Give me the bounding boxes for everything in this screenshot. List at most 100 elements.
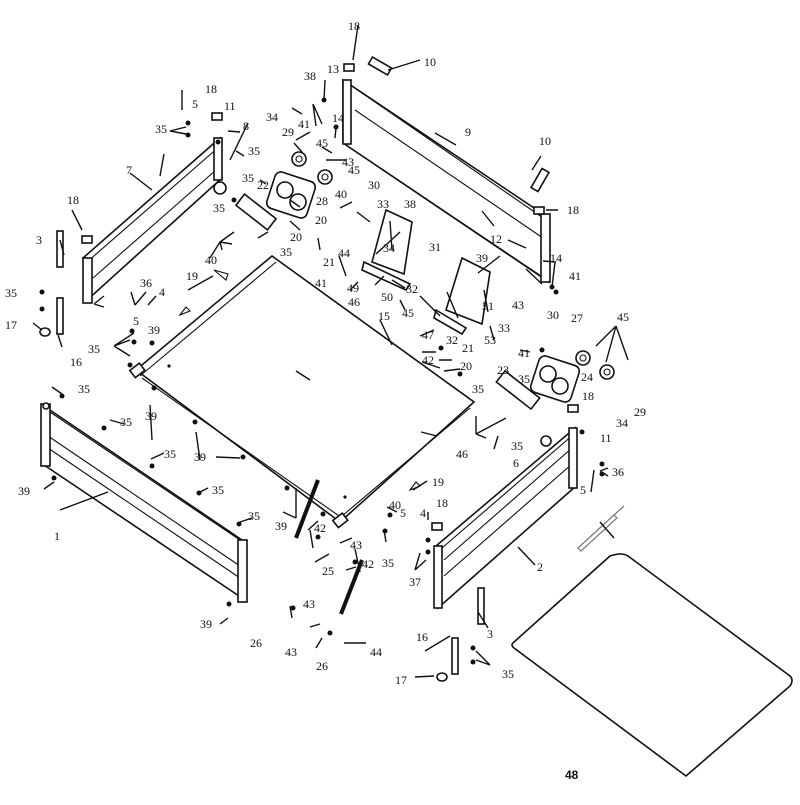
callout-labels: 1 2 3 3 4 4 5 5 5 5 6 7 8 9 10 10 11 11 … <box>5 19 646 782</box>
callout-44: 45 <box>402 306 414 320</box>
callout-39: 39 <box>145 409 157 423</box>
callout-18: 18 <box>205 82 217 96</box>
callout-43: 43 <box>350 538 362 552</box>
callout-35: 35 <box>88 342 100 356</box>
callout-46: 46 <box>348 295 360 309</box>
callout-32: 32 <box>406 282 418 296</box>
callout-13: 13 <box>327 62 339 76</box>
callout-18: 18 <box>436 496 448 510</box>
callout-45: 45 <box>316 136 328 150</box>
callout-7: 7 <box>126 163 132 177</box>
callout-5: 5 <box>133 314 139 328</box>
callout-36: 36 <box>140 276 152 290</box>
callout-49: 50 <box>381 290 393 304</box>
callout-44: 44 <box>338 246 350 260</box>
callout-16: 16 <box>416 630 428 644</box>
callout-29: 29 <box>634 405 646 419</box>
callout-26: 26 <box>250 636 262 650</box>
part-53-rod <box>577 505 625 552</box>
callout-18: 18 <box>582 389 594 403</box>
callout-28: 28 <box>316 194 328 208</box>
hardware <box>39 55 579 682</box>
callout-20: 20 <box>315 213 327 227</box>
part-7-left-panel <box>82 136 227 304</box>
callout-35: 35 <box>518 372 530 386</box>
callout-46: 47 <box>422 328 434 342</box>
callout-14: 14 <box>332 111 344 125</box>
leader-lines <box>32 24 629 678</box>
callout-37: 38 <box>304 69 316 83</box>
callout-41: 41 <box>298 117 310 131</box>
callout-39: 39 <box>200 617 212 631</box>
callout-17: 17 <box>5 318 17 332</box>
callout-40: 40 <box>205 253 217 267</box>
callout-35: 35 <box>248 509 260 523</box>
callout-23: 23 <box>497 363 509 377</box>
callout-43: 43 <box>285 645 297 659</box>
callout-30: 30 <box>547 308 559 322</box>
callout-18: 18 <box>567 203 579 217</box>
callout-35: 35 <box>511 439 523 453</box>
callout-41: 41 <box>315 276 327 290</box>
callout-27: 27 <box>571 311 583 325</box>
callout-32: 32 <box>446 333 458 347</box>
callout-1: 1 <box>54 529 60 543</box>
callout-14: 14 <box>550 251 562 265</box>
callout-2: 2 <box>537 560 543 574</box>
callout-9: 9 <box>465 125 471 139</box>
callout-10: 10 <box>424 55 436 69</box>
callout-34: 34 <box>266 110 278 124</box>
callout-40: 40 <box>335 187 347 201</box>
callout-5: 5 <box>400 506 406 520</box>
callout-35: 35 <box>472 382 484 396</box>
callout-35: 35 <box>242 171 254 185</box>
callout-29: 29 <box>282 125 294 139</box>
callout-43: 43 <box>342 155 354 169</box>
callout-17: 17 <box>395 673 407 687</box>
callout-45: 46 <box>456 447 468 461</box>
callout-22: 22 <box>257 178 269 192</box>
callout-35: 35 <box>382 556 394 570</box>
callout-35: 35 <box>155 122 167 136</box>
callout-33: 33 <box>377 197 389 211</box>
callout-26: 26 <box>316 659 328 673</box>
callout-8: 8 <box>243 119 249 133</box>
callout-21: 21 <box>462 341 474 355</box>
callout-3: 3 <box>487 627 493 641</box>
callout-16: 16 <box>70 355 82 369</box>
callout-50: 51 <box>482 299 494 313</box>
light-assemblies <box>234 151 615 447</box>
callout-43: 43 <box>512 298 524 312</box>
callout-20: 20 <box>460 359 472 373</box>
callout-39: 39 <box>148 323 160 337</box>
callout-19: 19 <box>432 475 444 489</box>
callout-35: 35 <box>78 382 90 396</box>
callout-19: 19 <box>186 269 198 283</box>
callout-41: 42 <box>422 353 434 367</box>
callout-6: 6 <box>513 456 519 470</box>
callout-5: 5 <box>580 483 586 497</box>
callout-42: 43 <box>303 597 315 611</box>
callout-34: 34 <box>383 241 395 255</box>
callout-33: 33 <box>498 321 510 335</box>
callout-25: 25 <box>322 564 334 578</box>
callout-39: 39 <box>194 450 206 464</box>
callout-43: 44 <box>370 645 382 659</box>
callout-38: 38 <box>404 197 416 211</box>
callout-15: 15 <box>378 309 390 323</box>
part-15-bed-floor <box>128 254 476 529</box>
callout-41: 41 <box>569 269 581 283</box>
callout-45: 45 <box>348 163 360 177</box>
callout-38: 39 <box>476 251 488 265</box>
callout-4: 4 <box>159 285 165 299</box>
callout-35: 35 <box>502 667 514 681</box>
callout-35: 35 <box>213 201 225 215</box>
callout-39: 40 <box>389 498 401 512</box>
callout-47: 48 <box>565 768 579 782</box>
callout-48: 49 <box>347 281 359 295</box>
callout-42: 42 <box>314 521 326 535</box>
callout-20: 20 <box>290 230 302 244</box>
callout-39: 39 <box>275 519 287 533</box>
